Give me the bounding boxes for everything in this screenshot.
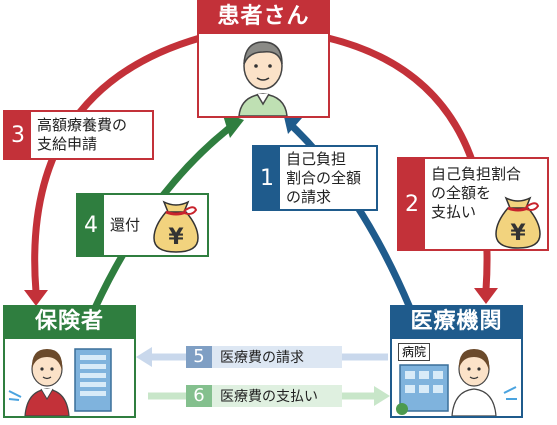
flow-label-3: 3 高額療養費の 支給申請 bbox=[3, 110, 154, 160]
hospital-nurse-icon bbox=[396, 349, 517, 417]
bag-yen-sign-2: ¥ bbox=[510, 221, 526, 246]
arrow-4-head bbox=[222, 112, 244, 138]
arrow-6-head bbox=[374, 386, 390, 406]
insurer-box bbox=[3, 339, 136, 418]
flow-label-1: 1 自己負担 割合の全額 の請求 bbox=[252, 145, 378, 211]
flow-2-number: 2 bbox=[399, 159, 425, 249]
money-bag-icon-2: ¥ bbox=[495, 196, 541, 249]
flow-2-text: 自己負担割合 の全額を 支払い bbox=[431, 165, 522, 221]
arrow-5-head bbox=[136, 347, 152, 367]
insurer-node: 保険者 bbox=[3, 305, 136, 418]
medical-node: 医療機関 病院 bbox=[390, 305, 523, 418]
patient-title: 患者さん bbox=[197, 0, 330, 34]
medical-title: 医療機関 bbox=[390, 305, 523, 339]
flow-4-number: 4 bbox=[78, 195, 104, 255]
arrow-3-head bbox=[24, 290, 48, 306]
money-bag-icon: ¥ bbox=[153, 200, 199, 253]
flow-1-number: 1 bbox=[254, 147, 280, 209]
patient-person-icon bbox=[238, 41, 288, 117]
flow-3-number: 3 bbox=[5, 112, 31, 158]
flow-label-6: 6 医療費の支払い bbox=[186, 385, 342, 407]
insurer-clerk-icon bbox=[8, 348, 112, 417]
flow-6-text: 医療費の支払い bbox=[220, 389, 318, 405]
flow-label-5: 5 医療費の請求 bbox=[186, 346, 342, 368]
flow-6-number: 6 bbox=[186, 385, 212, 407]
flow-4-text: 還付 bbox=[110, 215, 141, 234]
flow-5-text: 医療費の請求 bbox=[220, 350, 304, 366]
medical-box: 病院 bbox=[390, 339, 523, 418]
flow-1-text: 自己負担 割合の全額 の請求 bbox=[286, 149, 362, 206]
patient-box bbox=[197, 34, 330, 118]
insurer-title: 保険者 bbox=[3, 305, 136, 339]
arrow-2-head bbox=[474, 288, 498, 304]
flow-3-text: 高額療養費の 支給申請 bbox=[37, 116, 128, 153]
flow-5-number: 5 bbox=[186, 346, 212, 368]
bag-yen-sign: ¥ bbox=[168, 225, 184, 250]
hospital-sign: 病院 bbox=[398, 343, 431, 361]
patient-node: 患者さん bbox=[197, 0, 330, 118]
